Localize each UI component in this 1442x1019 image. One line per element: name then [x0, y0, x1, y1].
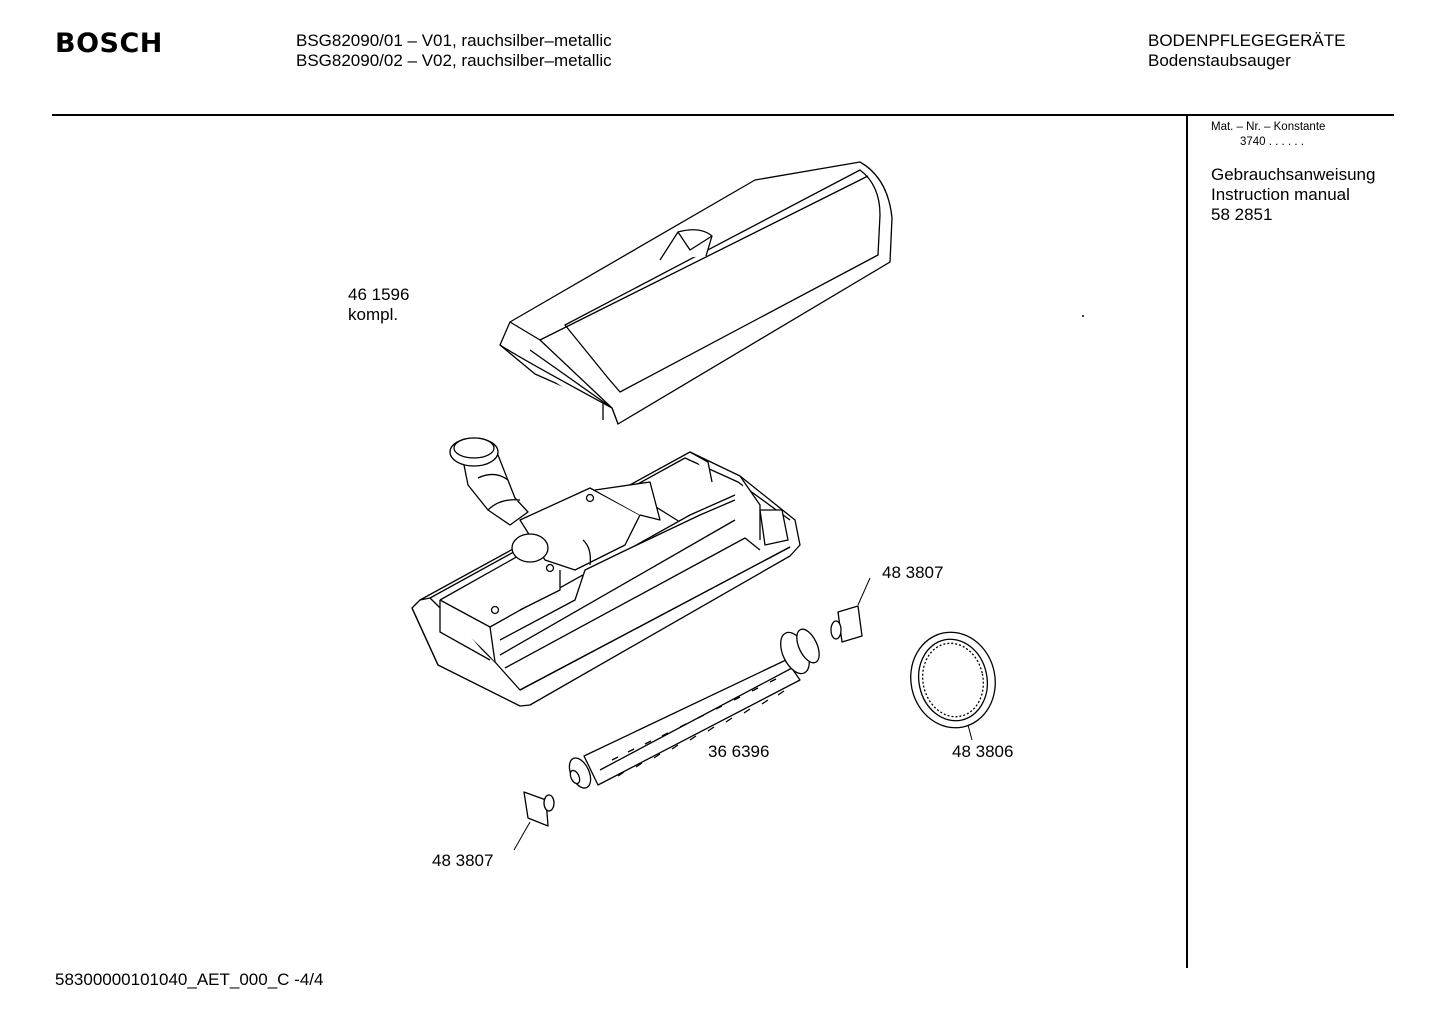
model-line-2: BSG82090/02 – V02, rauchsilber–metallic [296, 51, 612, 70]
manual-title-en: Instruction manual [1211, 185, 1350, 204]
end-cap-top-part [830, 577, 871, 643]
part-number-cap-bottom: 48 3807 [432, 851, 494, 870]
nozzle-cover-part [499, 161, 893, 425]
manual-title-de: Gebrauchsanweisung [1211, 165, 1376, 184]
manual-number: 58 2851 [1211, 205, 1273, 224]
part-note-kompl: kompl. [348, 305, 399, 324]
category-subtitle: Bodenstaubsauger [1148, 51, 1291, 70]
header-divider [52, 114, 1394, 116]
part-number-belt: 48 3806 [952, 742, 1014, 761]
mat-number-value: 3740 . . . . . . [1240, 136, 1304, 148]
document-code: 58300000101040_AET_000_C -4/4 [55, 970, 324, 989]
sidebar-divider [1186, 116, 1188, 968]
part-number-nozzle: 46 1596 [348, 285, 410, 304]
part-number-cap-top: 48 3807 [882, 563, 944, 582]
bosch-logo: BOSCH [55, 28, 163, 59]
category-title: BODENPFLEGEGERÄTE [1148, 31, 1346, 50]
model-line-1: BSG82090/01 – V01, rauchsilber–metallic [296, 31, 612, 50]
mat-number-label: Mat. – Nr. – Konstante [1211, 121, 1326, 133]
end-cap-bottom-part [513, 791, 555, 851]
part-number-brush-roll: 36 6396 [708, 742, 770, 761]
drive-belt-part [910, 631, 996, 741]
nozzle-base-part [411, 437, 801, 707]
brush-roll-part [568, 628, 820, 789]
